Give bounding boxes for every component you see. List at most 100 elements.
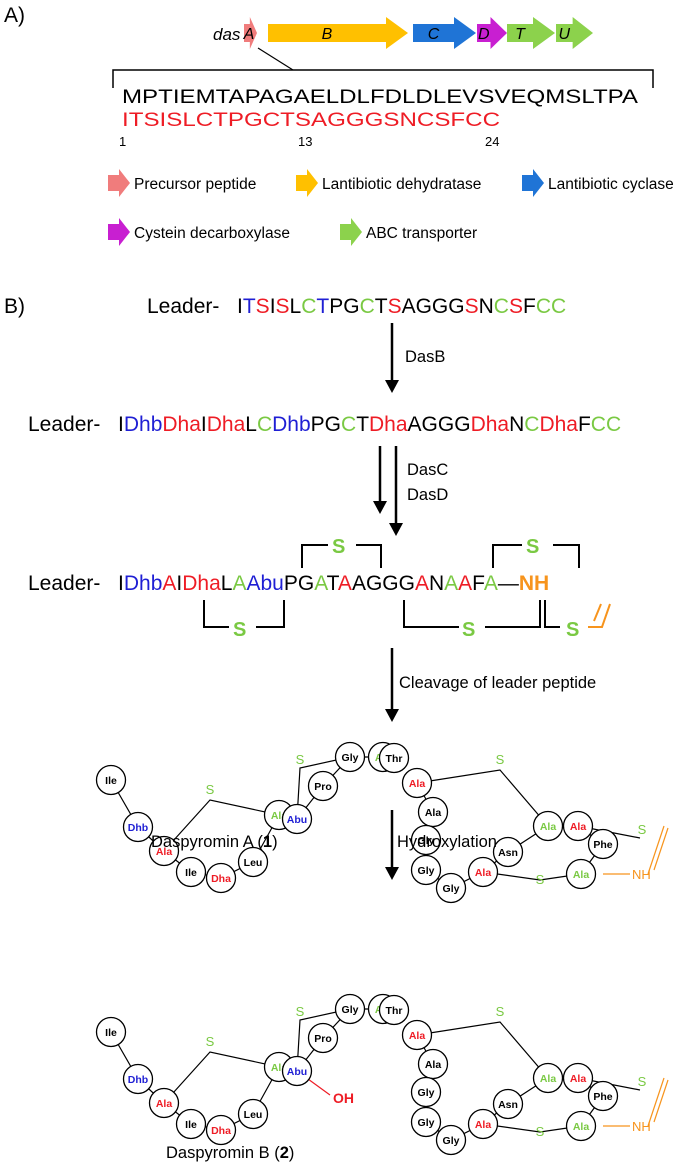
seq2-residue-8: PG: [311, 413, 341, 436]
struct2-residue-label-8: Pro: [314, 1033, 332, 1045]
struct2-residue-label-13: Ala: [425, 1059, 442, 1071]
struct2-residue-label-11: Thr: [386, 1005, 403, 1017]
seq3-residue-6: A: [232, 572, 246, 595]
seq2-residue-2: Dha: [162, 413, 201, 436]
struct1-residue-label-16: Gly: [443, 883, 460, 895]
struct1-sulfur-1: S: [296, 752, 305, 767]
enzyme-dasd: DasD: [407, 486, 448, 504]
seq2-residue-6: C: [257, 413, 272, 436]
struct2-residue-circle-19: [532, 1062, 564, 1094]
struct1-residue-circle-12: [401, 767, 433, 799]
gene-arrow-d: [477, 17, 507, 49]
struct2-residue-circle-13: [417, 1048, 449, 1080]
seq3-residue-20: NH: [519, 572, 549, 595]
seq2-residue-16: Dha: [539, 413, 578, 436]
struct1-residue-circle-3: [175, 856, 207, 888]
struct2-residue-circle-2: [148, 1087, 180, 1119]
struct1-residue-label-12: Ala: [409, 778, 426, 790]
seq2-residue-18: CC: [591, 413, 621, 436]
panel-b-label: B): [4, 295, 25, 318]
struct2-residue-circle-9: [334, 993, 366, 1025]
seq1-residue-18: CC: [536, 295, 566, 318]
arrow-hydroxylation-head: [385, 867, 399, 880]
seq2-residue-0: I: [118, 413, 124, 436]
legend-label-5: ABC transporter: [366, 225, 477, 242]
sulfur-2: S: [526, 536, 539, 558]
struct2-residue-circle-12: [401, 1019, 433, 1051]
struct1-nh: NH: [632, 867, 651, 882]
seq1-residue-2: S: [256, 295, 270, 318]
sulfur-5: S: [566, 619, 579, 641]
seq3-residue-17: F: [472, 572, 484, 595]
struct1-residue-label-0: Ile: [105, 775, 117, 787]
struct1-residue-label-7: Abu: [287, 814, 307, 826]
enzyme-dasb: DasB: [405, 348, 445, 366]
compound-2-label: Daspyromin B (2): [166, 1144, 294, 1162]
seq3-residue-1: Dhb: [124, 572, 163, 595]
struct2-residue-circle-20: [562, 1062, 594, 1094]
struct1-residue-label-4: Dha: [211, 873, 231, 885]
struct2-residue-circle-4: [205, 1114, 237, 1146]
struct1-residue-circle-20: [562, 810, 594, 842]
gene-arrow-u: [556, 17, 593, 49]
seq3-residue-16: A: [458, 572, 472, 595]
struct2-residue-label-16: Gly: [443, 1135, 460, 1147]
sulfur-3: S: [233, 619, 246, 641]
struct2-residue-label-7: Abu: [287, 1066, 307, 1078]
struct2-residue-circle-18: [492, 1088, 524, 1120]
struct1-residue-label-18: Asn: [498, 847, 518, 859]
struct2-residue-label-12: Ala: [409, 1030, 426, 1042]
struct2-sulfur-4: S: [638, 1074, 647, 1089]
struct1-residue-circle-18: [492, 836, 524, 868]
struct1-residue-label-2: Ala: [156, 846, 173, 858]
gene-arrow-c: [413, 17, 476, 49]
struct2-residue-label-4: Dha: [211, 1125, 231, 1137]
seq1-residue-14: N: [479, 295, 494, 318]
struct2-residue-label-2: Ala: [156, 1098, 173, 1110]
struct2-residue-label-18: Asn: [498, 1099, 518, 1111]
seq1-residue-13: S: [465, 295, 479, 318]
struct1-residue-circle-19: [532, 810, 564, 842]
seq3-residue-8: PG: [284, 572, 314, 595]
sequence-row-3: IDhbAIDhaLAAbuPGATAAGGGANAAFA—NH: [118, 572, 549, 595]
oh-group: OH: [333, 1090, 354, 1106]
gene-arrow-t: [507, 17, 555, 49]
struct2-residue-circle-11: [378, 994, 410, 1026]
struct1-residue-label-22: Ala: [573, 869, 590, 881]
seq3-residue-9: A: [314, 572, 328, 595]
legend-swatch-1: [108, 169, 130, 197]
arrow-dasb-head: [385, 380, 399, 393]
struct2-residue-label-9: Gly: [342, 1004, 359, 1016]
struct1-residue-label-5: Leu: [244, 857, 263, 869]
struct2-residue-circle-1: [122, 1063, 154, 1095]
struct2-residue-circle-15: [410, 1106, 442, 1138]
struct1-sulfur-2: S: [496, 752, 505, 767]
core-sequence: ITSISLCTPGCTSAGGGSNCSFCC: [122, 109, 500, 131]
struct2-residue-label-5: Leu: [244, 1109, 263, 1121]
struct1-residue-circle-9: [334, 741, 366, 773]
leader-label-3: Leader-: [28, 572, 100, 595]
arrow-dasd-head: [389, 523, 403, 536]
struct2-residue-label-21: Phe: [593, 1091, 612, 1103]
struct1-residue-circle-1: [122, 811, 154, 843]
seq2-residue-1: Dhb: [124, 413, 163, 436]
struct1-residue-circle-15: [410, 854, 442, 886]
sequence-bracket: [112, 69, 654, 88]
seq3-residue-12: AGGG: [352, 572, 415, 595]
struct2-sulfur-0: S: [206, 1034, 215, 1049]
struct1-residue-label-21: Phe: [593, 839, 612, 851]
leader-label-1: Leader-: [147, 295, 219, 318]
seq1-residue-17: F: [523, 295, 536, 318]
step-hydroxylation: Hydroxylation: [397, 833, 497, 851]
struct2-residue-label-20: Ala: [570, 1073, 587, 1085]
daspyromin-a-structure: SSSSSNHIleDhbAlaIleDhaLeuAlaAbuProGlyAla…: [95, 741, 669, 904]
seq3-residue-0: I: [118, 572, 124, 595]
panel-a-label: A): [4, 4, 25, 27]
struct1-residue-circle-5: [237, 846, 269, 878]
gene-label-u: U: [559, 26, 571, 43]
seq2-residue-9: C: [341, 413, 356, 436]
legend-label-2: Lantibiotic dehydratase: [322, 176, 481, 193]
seq2-residue-10: T: [356, 413, 369, 436]
struct2-residue-circle-22: [565, 1110, 597, 1142]
